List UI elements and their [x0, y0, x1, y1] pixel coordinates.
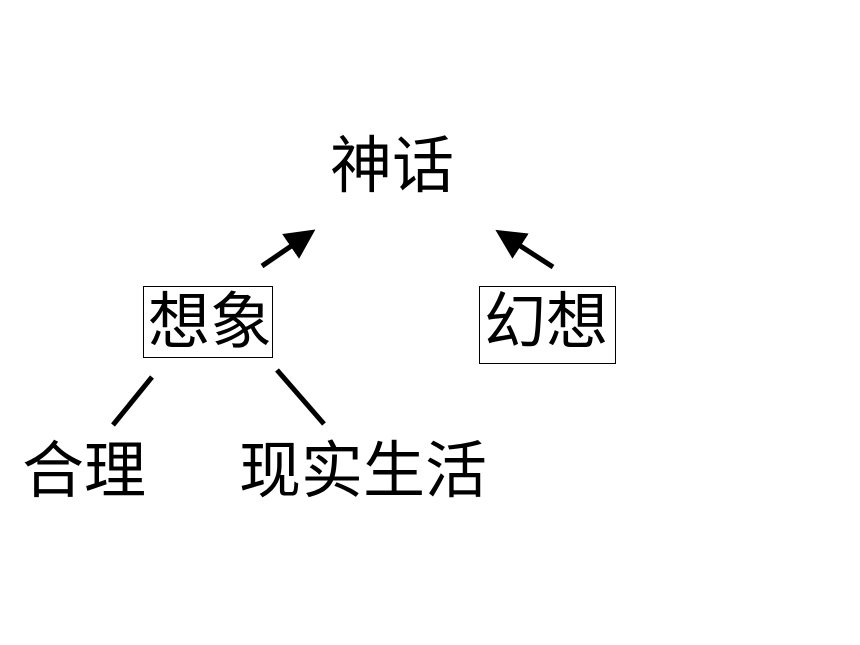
line-imagination-to-reason: [111, 375, 154, 427]
node-real-life: 现实生活: [239, 434, 488, 507]
arrow-imagination-to-myth: [260, 229, 316, 269]
arrow-fantasy-to-myth: [495, 229, 555, 270]
node-myth: 神话: [330, 129, 455, 202]
line-imagination-to-real-life: [275, 368, 326, 426]
node-reasonable: 合理: [22, 434, 147, 507]
node-fantasy: 幻想: [479, 286, 616, 364]
node-imagination: 想象: [143, 286, 273, 358]
